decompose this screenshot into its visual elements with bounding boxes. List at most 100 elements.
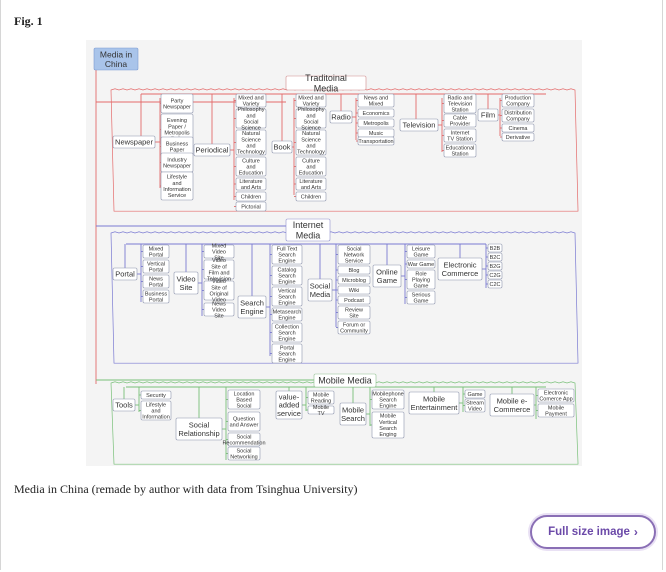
figure-label: Fig. 1 [14, 14, 43, 28]
mobile-ecommerce-node: Mobile e-Commerce [489, 393, 535, 417]
svg-text:C2C: C2C [489, 282, 500, 288]
figure-caption: Media in China (remade by author with da… [14, 482, 358, 496]
chevron-right-icon: › [633, 525, 638, 539]
svg-text:Mobile Media: Mobile Media [318, 376, 372, 386]
full-size-image-label: Full size image [548, 526, 630, 538]
svg-text:Music: Music [369, 131, 384, 137]
film-derivative: Derivative [501, 132, 535, 142]
svg-text:Podcast: Podcast [344, 298, 364, 304]
svg-text:Blog: Blog [348, 268, 359, 274]
radio-metropolis: Metropolis [357, 118, 395, 128]
svg-text:Economics: Economics [363, 111, 390, 117]
b2g: B2G [487, 261, 503, 271]
svg-text:War Game: War Game [408, 262, 434, 268]
full-size-image-button[interactable]: Full size image › [530, 515, 656, 549]
svg-text:Tools: Tools [115, 401, 133, 410]
svg-text:C2G: C2G [489, 273, 500, 279]
portal-node: Portal [112, 267, 138, 281]
svg-text:Children: Children [241, 194, 261, 200]
periodical-pictorial: Pictorial [235, 201, 267, 212]
book-node: Book [271, 140, 293, 154]
svg-text:B2G: B2G [489, 264, 500, 270]
newspaper-node: Newspaper [112, 135, 156, 149]
svg-text:Mobile e-Commerce: Mobile e-Commerce [494, 397, 531, 414]
radio-economics: Economics [357, 108, 395, 118]
svg-text:Pictorial: Pictorial [241, 204, 261, 210]
c2c: C2C [487, 279, 503, 289]
mobile-game: Game [464, 389, 486, 399]
blog: Blog [337, 265, 371, 275]
